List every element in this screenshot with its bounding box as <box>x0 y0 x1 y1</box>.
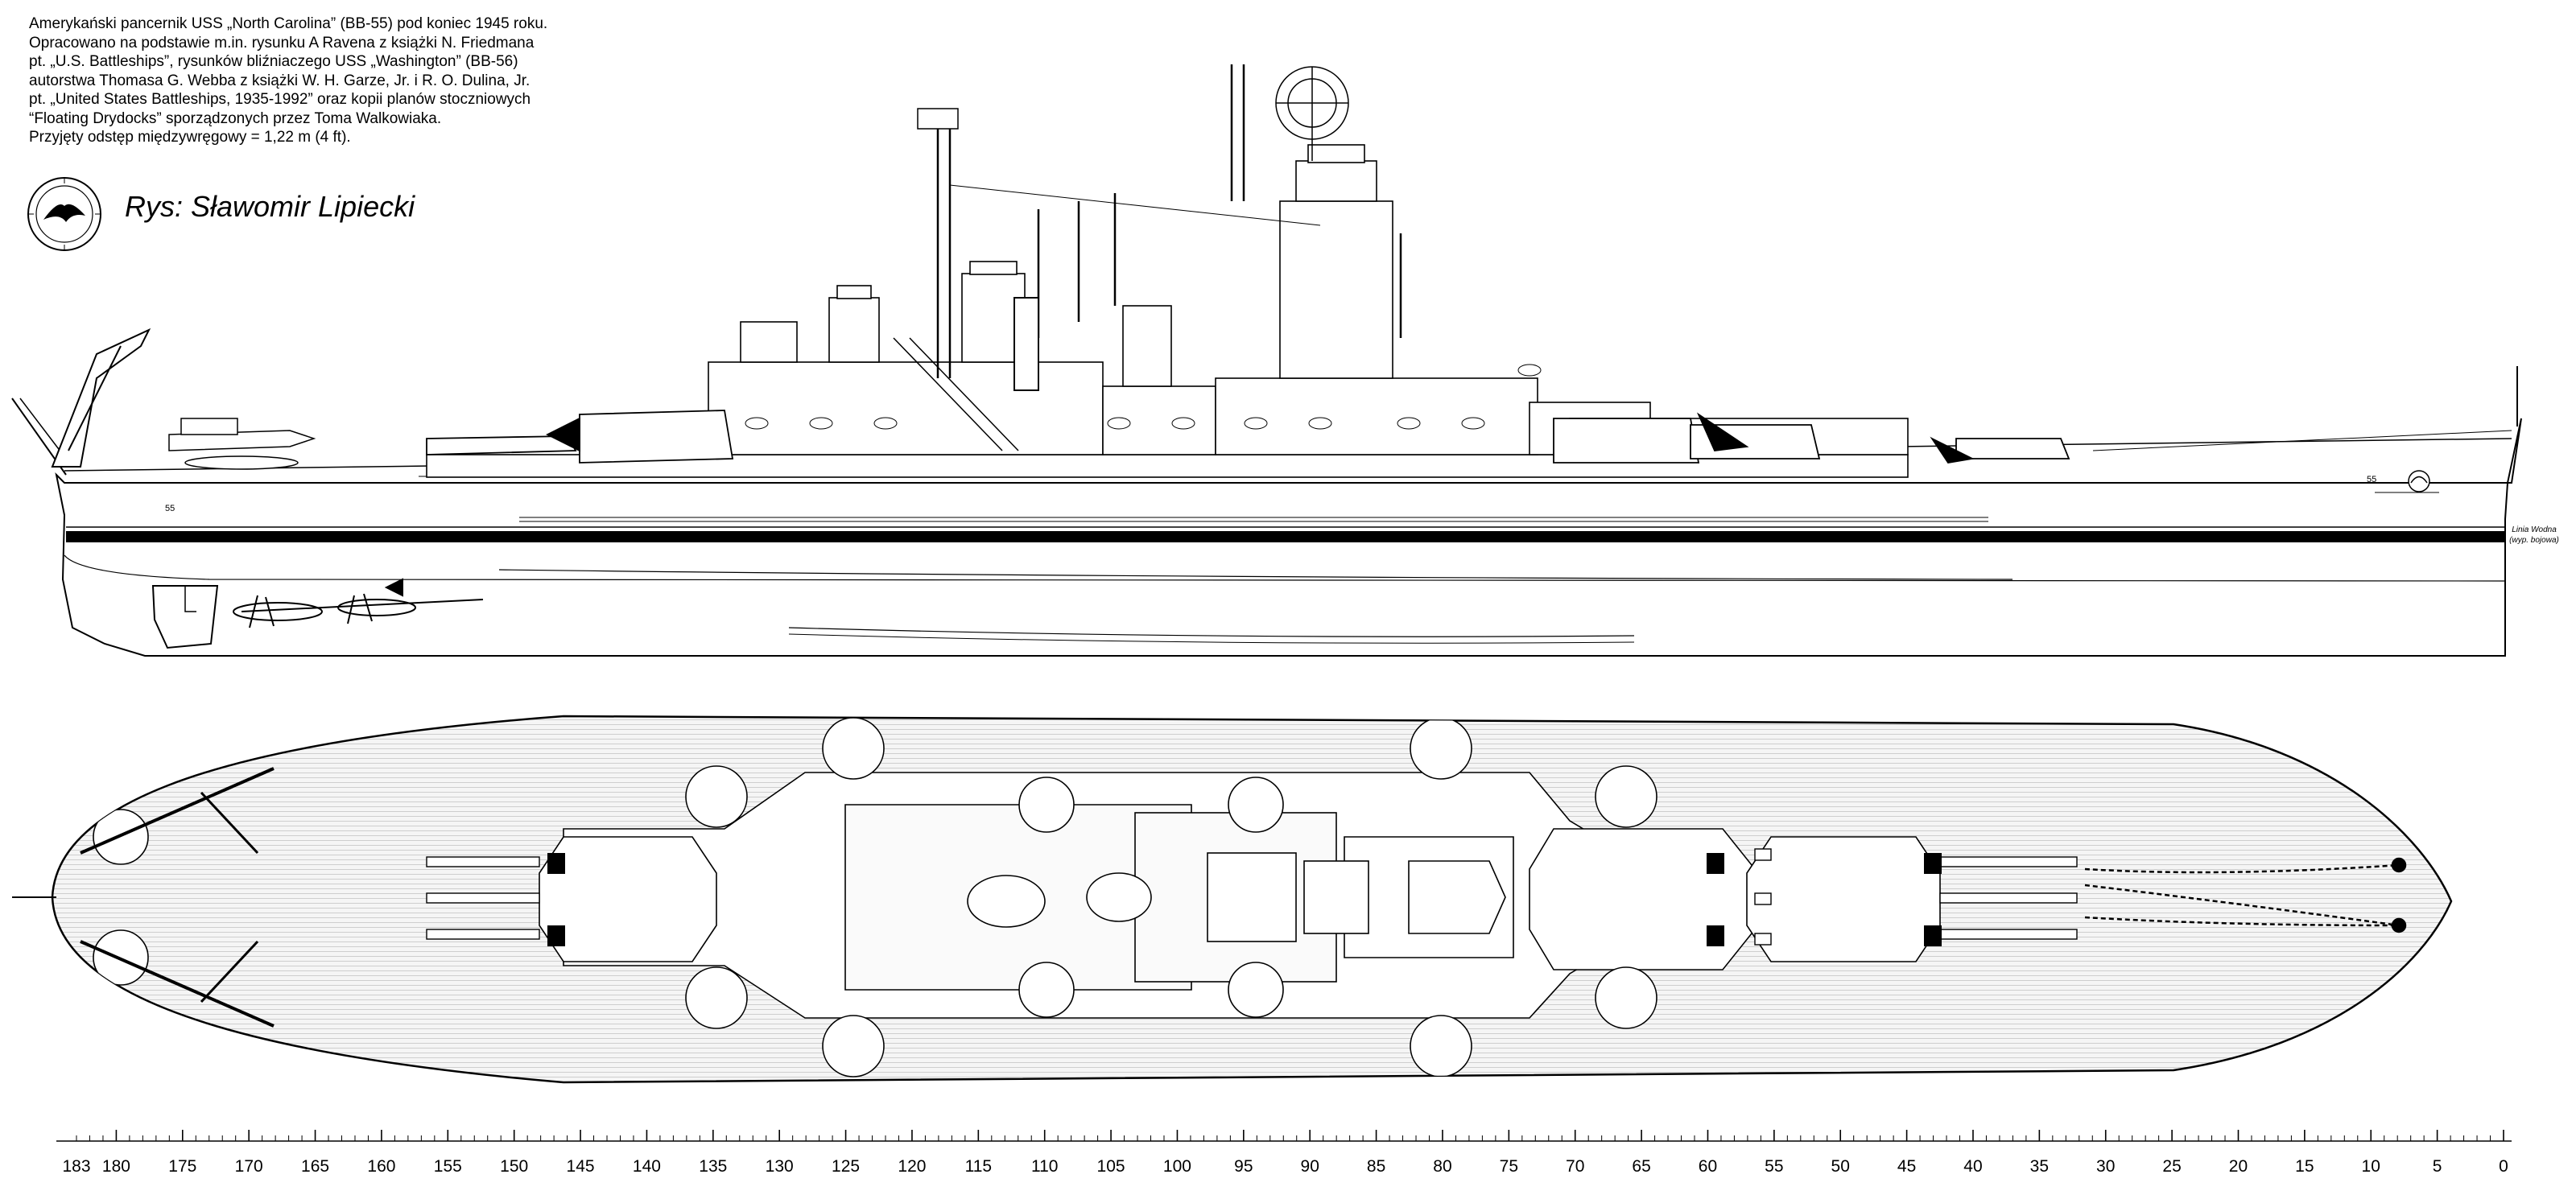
catapults <box>80 767 275 1028</box>
scale-label: 75 <box>1499 1157 1519 1176</box>
scale-label: 85 <box>1366 1157 1386 1176</box>
scale-label: 95 <box>1234 1157 1253 1176</box>
waterline-label: Linia Wodna (wyp. bojowa) <box>2502 525 2566 546</box>
rudder <box>151 585 219 649</box>
main-turrets-side <box>426 410 2070 464</box>
scale-label: 125 <box>832 1157 861 1176</box>
scale-label: 155 <box>433 1157 462 1176</box>
note-line: pt. „U.S. Battleships”, rysunków bliźnia… <box>29 53 518 70</box>
author-emblem-icon <box>27 177 101 251</box>
scale-label: 135 <box>699 1157 728 1176</box>
aft-funnel-plan <box>1086 872 1152 922</box>
scale-label: 165 <box>301 1157 330 1176</box>
scale-label: 105 <box>1096 1157 1125 1176</box>
masts <box>936 64 2518 426</box>
scale-label: 175 <box>168 1157 197 1176</box>
note-line: autorstwa Thomasa G. Webba z książki W. … <box>29 72 530 89</box>
waterline-label-line1: Linia Wodna <box>2512 525 2557 534</box>
portholes <box>745 364 1542 430</box>
scale-label: 80 <box>1433 1157 1452 1176</box>
anchor-chains <box>2084 857 2407 933</box>
scale-label: 115 <box>964 1157 993 1176</box>
scale-label: 110 <box>1030 1157 1059 1176</box>
scale-label: 183 <box>62 1157 91 1176</box>
scale-label: 180 <box>101 1157 130 1176</box>
hull-number-bow: 55 <box>2367 475 2377 484</box>
secondary-mounts <box>685 717 1657 1077</box>
scale-label: 90 <box>1300 1157 1319 1176</box>
scale-label: 120 <box>898 1157 927 1176</box>
plan-view <box>12 715 2453 1084</box>
radar-antenna <box>917 66 1349 161</box>
scale-label: 15 <box>2295 1157 2314 1176</box>
scale-label: 70 <box>1566 1157 1585 1176</box>
scale-label: 55 <box>1765 1157 1784 1176</box>
note-line: Amerykański pancernik USS „North Carolin… <box>29 15 548 32</box>
aircraft-crane <box>51 297 1039 468</box>
turret-dark-ports <box>547 853 1942 946</box>
scale-label: 130 <box>765 1157 794 1176</box>
scale-label: 5 <box>2432 1157 2442 1176</box>
scale-label: 10 <box>2361 1157 2380 1176</box>
note-line: “Floating Drydocks” sporządzonych przez … <box>29 109 442 127</box>
note-line: pt. „United States Battleships, 1935-199… <box>29 91 531 108</box>
turret-2 <box>1746 836 1941 962</box>
hull-number-stern: 55 <box>165 504 175 513</box>
scale-label: 40 <box>1963 1157 1983 1176</box>
turret-barrels <box>426 848 2078 946</box>
side-elevation-view <box>11 64 2522 657</box>
scale-label: 145 <box>566 1157 595 1176</box>
floatplane <box>168 418 316 470</box>
waterline-label-line2: (wyp. bojowa) <box>2509 536 2559 545</box>
frame-scale <box>56 1130 2512 1142</box>
scale-label: 45 <box>1897 1157 1917 1176</box>
scale-label: 60 <box>1698 1157 1718 1176</box>
note-line: Przyjęty odstęp międzywręgowy = 1,22 m (… <box>29 129 351 146</box>
drawing-notes: Amerykański pancernik USS „North Carolin… <box>29 14 641 147</box>
scale-label: 50 <box>1831 1157 1850 1176</box>
waterline-band <box>66 531 2505 542</box>
turret-3 <box>539 836 717 962</box>
bow-crest <box>2375 470 2439 493</box>
scale-label: 25 <box>2162 1157 2182 1176</box>
scale-label: 150 <box>500 1157 529 1176</box>
propellers <box>233 578 484 628</box>
scale-label: 20 <box>2228 1157 2248 1176</box>
note-line: Opracowano na podstawie m.in. rysunku A … <box>29 34 535 52</box>
turret-1 <box>1529 828 1756 970</box>
scale-label: 100 <box>1162 1157 1191 1176</box>
scale-label: 170 <box>234 1157 263 1176</box>
scale-label: 65 <box>1632 1157 1651 1176</box>
author-signature: Rys: Sławomir Lipiecki <box>125 190 415 223</box>
scale-label: 140 <box>632 1157 661 1176</box>
scale-label: 160 <box>367 1157 396 1176</box>
scale-label: 0 <box>2499 1157 2508 1176</box>
scale-label: 35 <box>2029 1157 2050 1176</box>
scale-label: 30 <box>2096 1157 2116 1176</box>
fore-funnel-plan <box>967 875 1046 928</box>
